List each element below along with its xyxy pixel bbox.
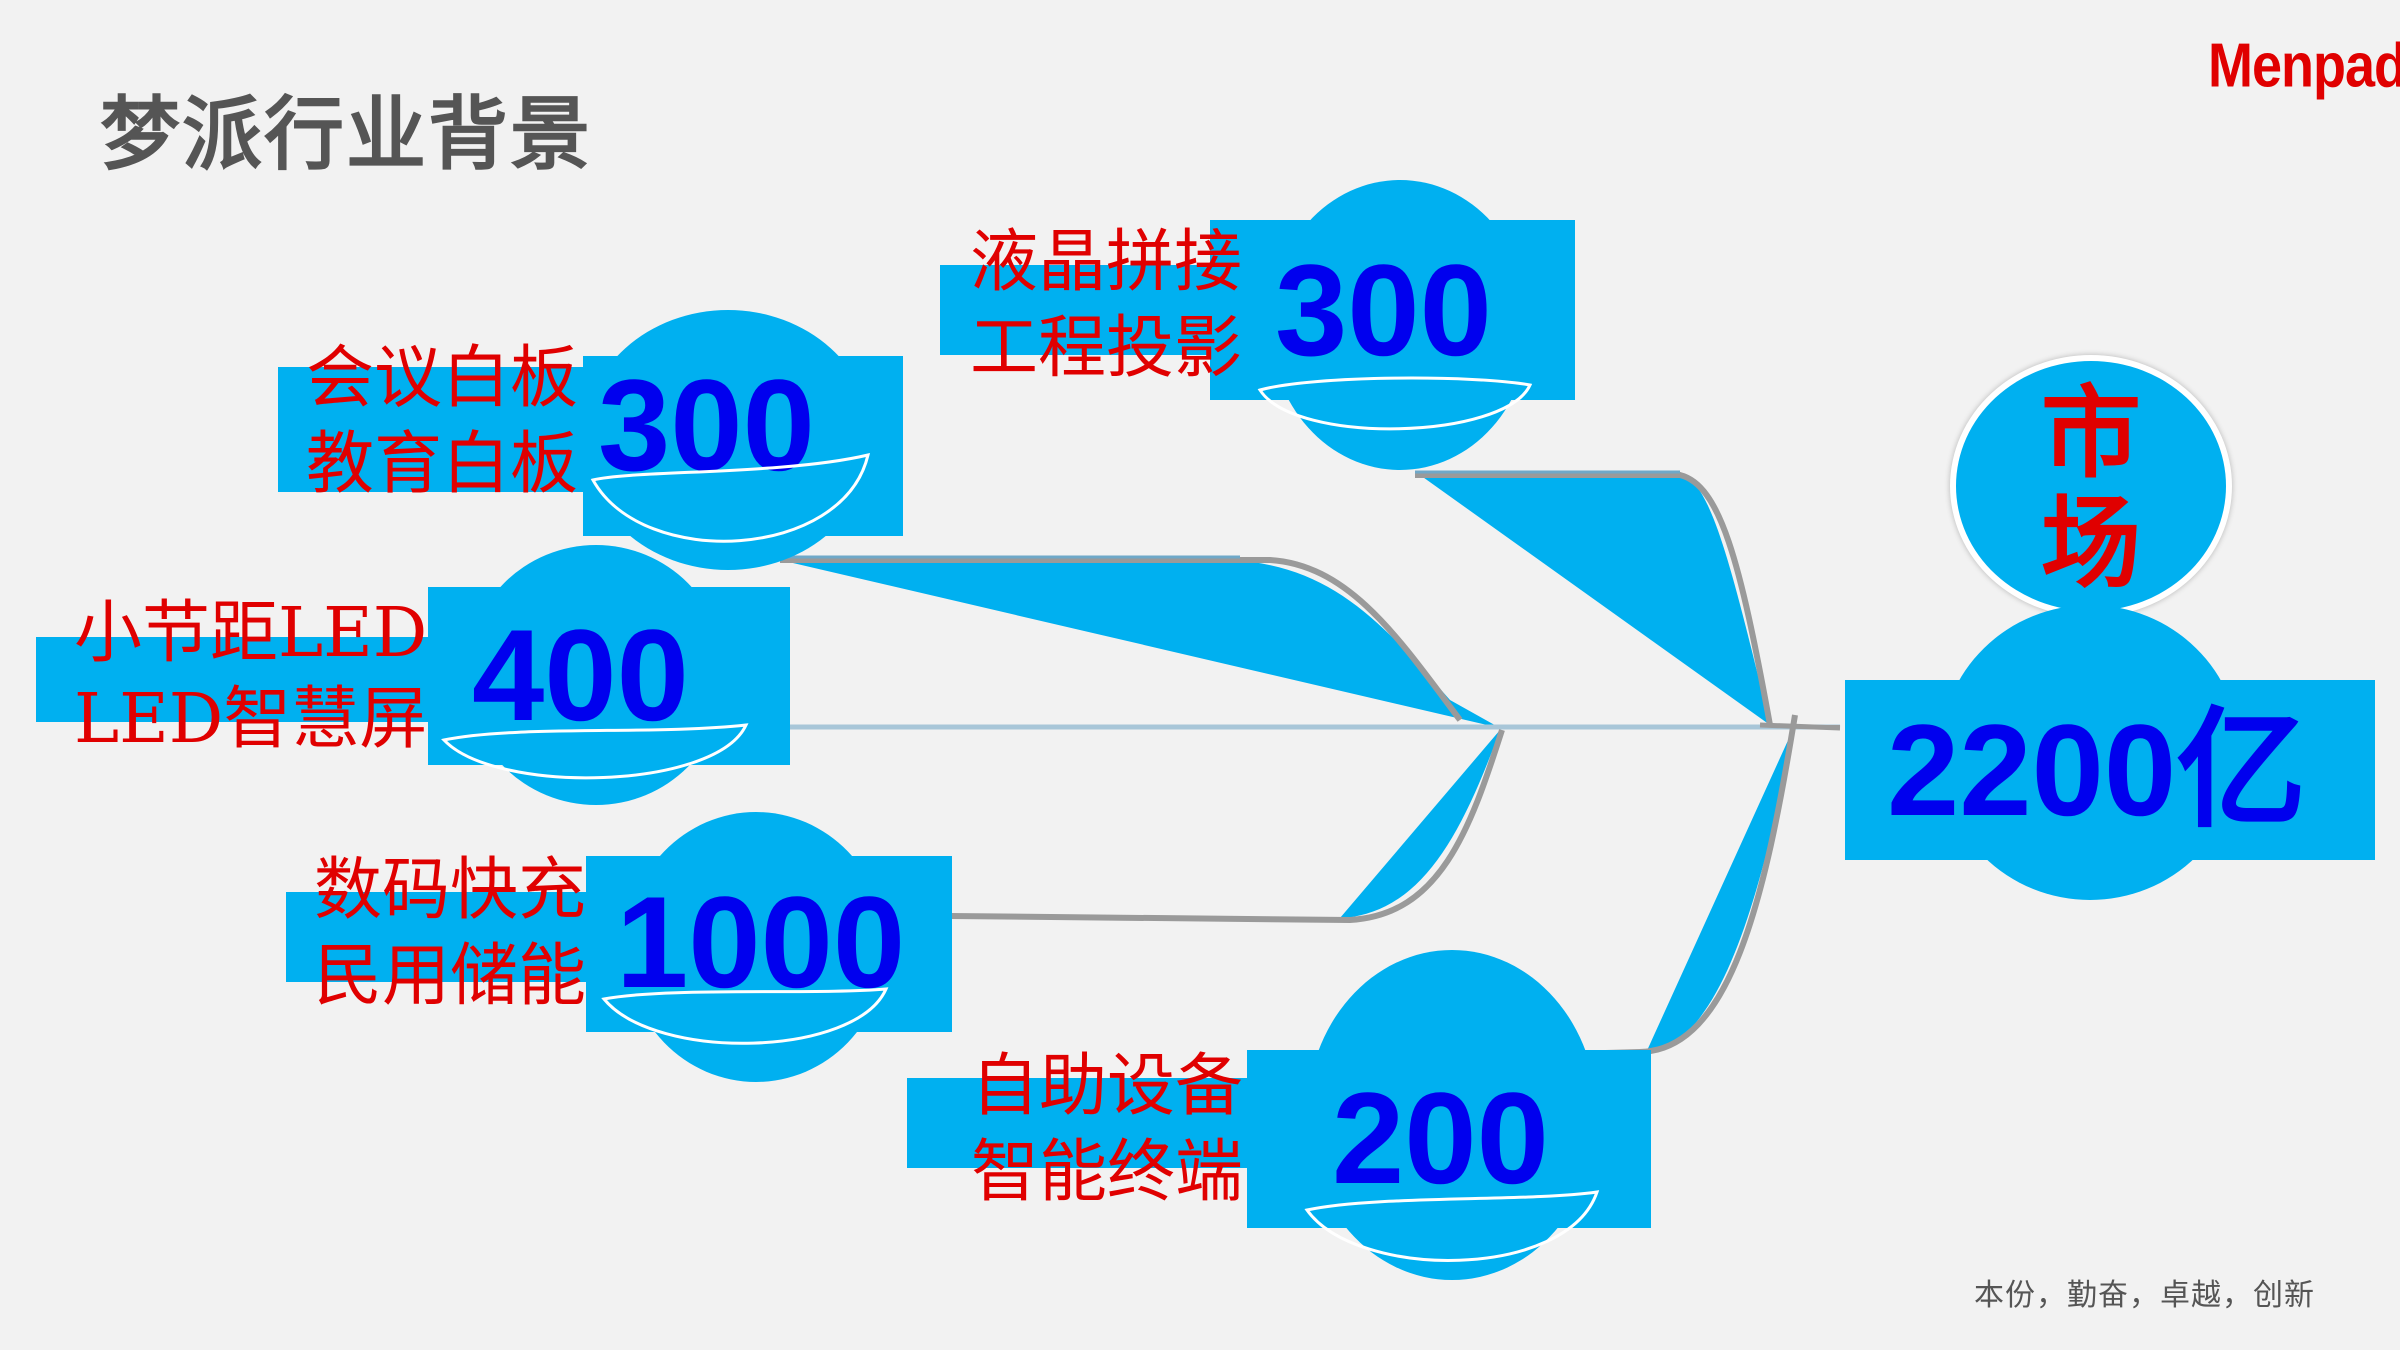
menpad-logo: Menpad [2208,31,2400,101]
node-whiteboard-gloss [590,452,871,543]
node-led-line2: LED智慧屏 [74,680,428,759]
node-terminal-line1: 自助设备 [971,1047,1244,1126]
node-led-value: 400 [472,602,689,748]
company-slogan: 本份，勤奋，卓越，创新 [1974,1278,2315,1313]
node-self-service-terminal: 自助设备 智能终端 200 [907,950,1655,1280]
node-whiteboard-line1: 会议白板 [306,339,579,418]
node-lcd-line1: 液晶拼接 [970,223,1243,302]
node-charging-line1: 数码快充 [314,851,587,930]
node-lcd-gloss [1257,376,1533,431]
node-charging-line2: 民用储能 [314,937,587,1016]
market-total-value: 2200亿 [1887,697,2307,843]
node-terminal-gloss [1304,1190,1600,1262]
node-led-gloss [441,723,749,780]
node-whiteboard: 会议白板 教育白板 300 [278,310,908,570]
node-digital-charging: 数码快充 民用储能 1000 [286,812,956,1082]
market-label-circle: 市 场 [1950,355,2232,617]
connector-terminal [1640,725,1795,1055]
page-title: 梦派行业背景 [100,88,592,181]
node-terminal-value: 200 [1332,1065,1549,1211]
node-charging-gloss [601,987,889,1045]
node-charging-value: 1000 [616,869,906,1015]
node-led-line1: 小节距LED [74,594,428,673]
node-lcd-value: 300 [1275,237,1492,383]
node-terminal-line2: 智能终端 [971,1133,1244,1212]
connector-charging [1340,730,1500,918]
connector-whiteboard [780,560,1500,728]
node-lcd-line2: 工程投影 [970,309,1243,388]
node-whiteboard-line2: 教育白板 [306,425,579,504]
market-label-top: 市 [2041,375,2141,492]
market-label-bottom: 场 [2041,485,2141,602]
connector-lcd [1420,475,1770,725]
node-small-pitch-led: 小节距LED LED智慧屏 400 [36,545,790,805]
market-total-node: 2200亿 [1845,605,2375,900]
node-lcd-projection: 液晶拼接 工程投影 300 [940,180,1580,470]
